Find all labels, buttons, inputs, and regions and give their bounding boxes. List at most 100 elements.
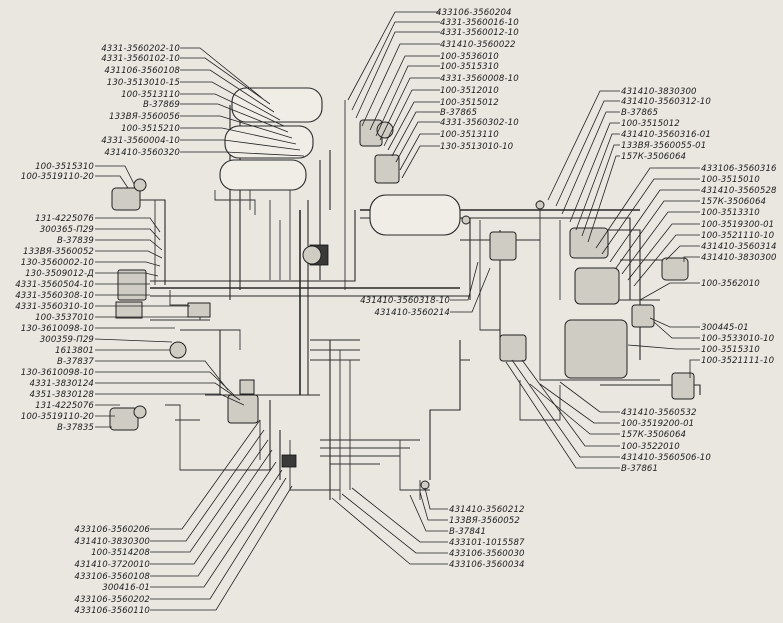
label: 433106-3560110 [74, 606, 150, 616]
air-tanks [219, 87, 461, 236]
label: 433106-3560108 [74, 572, 150, 582]
label: 100-3519200-01 [621, 419, 694, 429]
label: 4331-3560008-10 [440, 74, 519, 84]
label: 100-3513310 [701, 208, 760, 218]
label: 300365-П29 [40, 225, 94, 235]
labels-left: 100-3515310 100-3519110-20 131-4225076 3… [15, 162, 94, 433]
label: 100-3521110-10 [701, 231, 775, 241]
brake-chamber-right-1 [569, 227, 609, 259]
fitting-bottom [420, 480, 430, 490]
label: 431410-3830300 [621, 87, 697, 97]
label: 133ВЯ-3560055-01 [621, 141, 706, 151]
label: 300445-01 [701, 323, 749, 333]
label: 130-3513010-15 [107, 78, 180, 88]
valve-right-1 [489, 231, 517, 261]
label: 100-3515310 [440, 62, 499, 72]
label: 157К-3506064 [621, 152, 686, 162]
label: 431410-3560506-10 [621, 453, 711, 463]
label: В-37865 [440, 108, 477, 118]
label: 4331-3560308-10 [15, 291, 94, 301]
label: 300359-П29 [40, 335, 94, 345]
label: 157К-3506064 [701, 197, 766, 207]
brake-chamber-left-bottom [109, 407, 139, 431]
label: 433106-3560204 [436, 8, 512, 18]
valve-center-2 [302, 245, 322, 265]
label: В-37869 [143, 100, 180, 110]
label: 431410-3560316-01 [621, 130, 711, 140]
label: 4351-3830128 [30, 390, 95, 400]
label: 100-3536010 [440, 52, 499, 62]
label: 4331-3560302-10 [440, 118, 519, 128]
label: 100-3533010-10 [701, 334, 775, 344]
pressure-gauge-left [169, 341, 187, 359]
valve-right-2 [499, 334, 527, 362]
label: 4331-3560102-10 [101, 54, 180, 64]
label: В-37837 [57, 357, 94, 367]
label: 100-3515012 [440, 98, 499, 108]
labels-bottom-right: 431410-3560532 100-3519200-01 157К-35060… [621, 408, 711, 474]
label: 4331-3560504-10 [15, 280, 94, 290]
brake-valve-head [239, 379, 255, 395]
label: 4331-3830124 [30, 379, 94, 389]
label: В-37861 [621, 464, 658, 474]
label: 100-3519110-20 [21, 172, 95, 182]
label: 100-3515012 [621, 119, 680, 129]
label: 100-3522010 [621, 442, 680, 452]
valves-and-devices [109, 119, 695, 490]
label: 100-3519110-20 [21, 412, 95, 422]
brake-chamber-right-2 [574, 267, 620, 305]
label: 433106-3560316 [701, 164, 777, 174]
labels-center: 431410-3560318-10 431410-3560214 [360, 296, 450, 318]
labels-bottom-left: 433106-3560206 431410-3830300 100-351420… [74, 525, 150, 616]
label: 100-3512010 [440, 86, 499, 96]
label: 433106-3560202 [74, 595, 150, 605]
labels-top-right: 433106-3560204 4331-3560016-10 4331-3560… [436, 8, 519, 152]
label: 100-3515210 [121, 124, 180, 134]
label: 300416-01 [102, 583, 150, 593]
label: 100-3537010 [35, 313, 94, 323]
label: 431410-3560528 [701, 186, 777, 196]
label: 100-3562010 [701, 279, 760, 289]
valve-left-top [133, 178, 147, 192]
air-tank-2 [224, 125, 314, 159]
label: 100-3513110 [121, 90, 180, 100]
label: 431410-3560532 [621, 408, 697, 418]
label: 431410-3560212 [449, 505, 525, 515]
label: 433101-1015587 [449, 538, 525, 548]
air-tank-3 [219, 159, 307, 191]
label: 100-3521111-10 [701, 356, 775, 366]
label: В-37835 [57, 423, 94, 433]
label: 100-3515310 [701, 345, 760, 355]
label: 157К-3506064 [621, 430, 686, 440]
label: 130-3610098-10 [21, 368, 95, 378]
valve-right-4 [661, 257, 689, 281]
label: 1613801 [55, 346, 94, 356]
label: 433106-3560034 [449, 560, 525, 570]
label: 100-3513110 [440, 130, 499, 140]
label: 130-3610098-10 [21, 324, 95, 334]
label: 4331-3560012-10 [440, 28, 519, 38]
label: 431410-3560022 [440, 40, 516, 50]
label: В-37841 [449, 527, 486, 537]
label: 431410-3560214 [374, 308, 450, 318]
label: 433106-3560206 [74, 525, 150, 535]
fitting-center [461, 215, 471, 225]
label: 431106-3560108 [104, 66, 180, 76]
label: 133ВЯ-3560052 [23, 247, 94, 257]
label: 431410-3560320 [104, 148, 180, 158]
valve-top-2 [374, 154, 400, 184]
label: 431410-3560312-10 [621, 97, 711, 107]
label: 431410-3720010 [74, 560, 150, 570]
brake-valve-center [227, 394, 259, 424]
air-tank-center [369, 194, 461, 236]
label: 431410-3560318-10 [360, 296, 450, 306]
valve-right-5 [671, 372, 695, 400]
label: 100-3515010 [701, 175, 760, 185]
label: В-37839 [57, 236, 94, 246]
device-left-mid [187, 302, 211, 318]
label: 131-4225076 [35, 214, 94, 224]
tee-fitting [281, 454, 297, 468]
leader-lines [94, 11, 700, 611]
